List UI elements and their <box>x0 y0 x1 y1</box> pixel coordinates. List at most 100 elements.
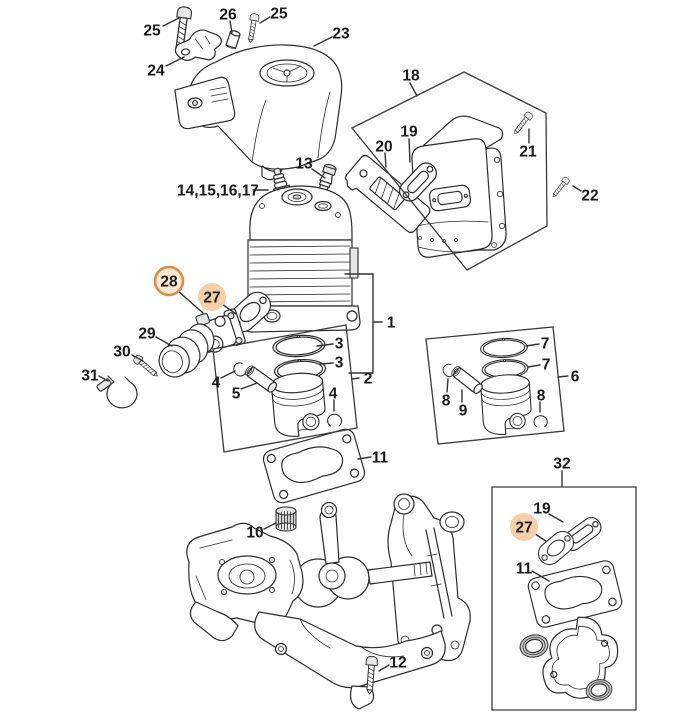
callout-14-17[interactable]: 14,15,16,17 <box>177 183 269 200</box>
leader-line <box>221 303 237 315</box>
callout-number: 10 <box>246 525 263 542</box>
callout-9[interactable]: 9 <box>459 389 468 420</box>
part-crankcase-assembly <box>186 493 471 710</box>
part-gasket-11-main <box>260 426 368 506</box>
part-bracket-24 <box>174 29 222 61</box>
callout-11-kit[interactable]: 11 <box>516 561 550 582</box>
callout-number: 2 <box>364 371 373 388</box>
part-cylinder-1 <box>241 185 361 333</box>
callout-7-upper[interactable]: 7 <box>525 336 549 353</box>
callout-7-lower[interactable]: 7 <box>527 357 551 374</box>
part-shroud-23 <box>174 44 343 181</box>
callout-number: 12 <box>389 655 406 672</box>
callout-number: 29 <box>138 326 156 343</box>
callout-number: 3 <box>335 355 344 372</box>
callout-number: 30 <box>113 344 130 361</box>
callout-number: 8 <box>442 393 451 410</box>
group-box-6 <box>425 326 565 445</box>
callout-25-upper-left[interactable]: 25 <box>143 17 180 40</box>
callout-2[interactable]: 2 <box>351 371 373 388</box>
leader-line <box>548 513 564 523</box>
leader-line <box>446 378 449 393</box>
callout-number: 7 <box>542 357 551 374</box>
callout-6[interactable]: 6 <box>557 369 580 386</box>
callout-number: 6 <box>571 369 580 386</box>
callout-23[interactable]: 23 <box>313 26 350 47</box>
callout-11-main[interactable]: 11 <box>357 450 389 467</box>
callout-8-right[interactable]: 8 <box>537 388 546 413</box>
leader-line <box>534 533 547 542</box>
callout-number: 25 <box>143 23 161 40</box>
callout-21[interactable]: 21 <box>519 128 537 161</box>
leader-line <box>384 152 387 168</box>
callout-29[interactable]: 29 <box>138 326 173 347</box>
callout-number: 9 <box>459 403 468 420</box>
part-gasket-kit-32 <box>517 513 625 704</box>
callout-27-kit[interactable]: 27 <box>510 513 547 542</box>
highlight-circle-fill <box>198 283 226 311</box>
part-bearing-10 <box>275 506 297 532</box>
callout-19-muffler[interactable]: 19 <box>400 124 418 163</box>
callout-28[interactable]: 28 <box>153 265 204 314</box>
callout-18[interactable]: 18 <box>402 68 420 97</box>
callout-3-upper[interactable]: 3 <box>316 336 344 353</box>
callout-13[interactable]: 13 <box>295 156 326 179</box>
callout-number: 27 <box>203 290 220 307</box>
callout-number: 26 <box>219 7 237 24</box>
callout-number: 18 <box>402 68 420 85</box>
callout-19-kit[interactable]: 19 <box>533 501 564 523</box>
part-screw-21 <box>511 110 535 137</box>
callout-22[interactable]: 22 <box>572 185 599 205</box>
callout-number: 27 <box>515 520 532 537</box>
callout-24[interactable]: 24 <box>147 56 185 80</box>
callout-30[interactable]: 30 <box>113 344 144 362</box>
part-clamp-31 <box>96 375 138 409</box>
highlight-circle-ring <box>153 265 185 297</box>
callout-26[interactable]: 26 <box>219 7 237 34</box>
callout-12[interactable]: 12 <box>378 655 407 672</box>
callout-number: 4 <box>329 386 338 403</box>
leader-line <box>409 82 418 97</box>
leader-line <box>531 570 550 582</box>
callout-number: 20 <box>375 139 392 156</box>
callout-number: 3 <box>335 336 344 353</box>
callout-number: 11 <box>372 450 389 467</box>
group-box-2 <box>212 324 358 453</box>
callout-number: 23 <box>332 26 350 43</box>
leader-line <box>319 362 334 365</box>
part-screw-25-right <box>245 12 260 44</box>
highlight-circle-fill <box>510 513 538 541</box>
leader-line <box>316 343 334 347</box>
callout-number: 22 <box>581 188 598 205</box>
callout-4-left[interactable]: 4 <box>212 370 236 392</box>
callout-4-right[interactable]: 4 <box>329 386 338 412</box>
callout-27-main[interactable]: 27 <box>198 283 237 315</box>
callout-20[interactable]: 20 <box>375 139 393 168</box>
leader-line <box>378 664 390 672</box>
callout-25-upper-right[interactable]: 25 <box>259 6 288 24</box>
callout-8-left[interactable]: 8 <box>442 378 451 410</box>
callout-number: 14,15,16,17 <box>177 183 259 200</box>
callout-number: 19 <box>533 501 551 518</box>
leader-line <box>572 185 582 192</box>
callout-number: 1 <box>387 315 396 332</box>
callout-32[interactable]: 32 <box>553 456 571 487</box>
callout-5[interactable]: 5 <box>232 382 258 403</box>
leader-line <box>527 364 541 368</box>
callout-number: 24 <box>147 63 165 80</box>
part-sleeve-26 <box>225 30 241 49</box>
callout-number: 4 <box>212 375 221 392</box>
callout-10[interactable]: 10 <box>246 522 277 542</box>
callout-3-lower[interactable]: 3 <box>319 355 344 372</box>
callout-1[interactable]: 1 <box>344 273 396 374</box>
callout-number: 11 <box>516 561 533 578</box>
leader-line <box>557 375 569 378</box>
callout-31[interactable]: 31 <box>81 368 109 385</box>
callout-number: 28 <box>160 274 178 291</box>
callout-number: 31 <box>81 368 99 385</box>
leader-line <box>220 370 236 379</box>
callout-number: 19 <box>400 124 418 141</box>
callout-number: 21 <box>519 144 537 161</box>
leader-line <box>357 456 372 460</box>
